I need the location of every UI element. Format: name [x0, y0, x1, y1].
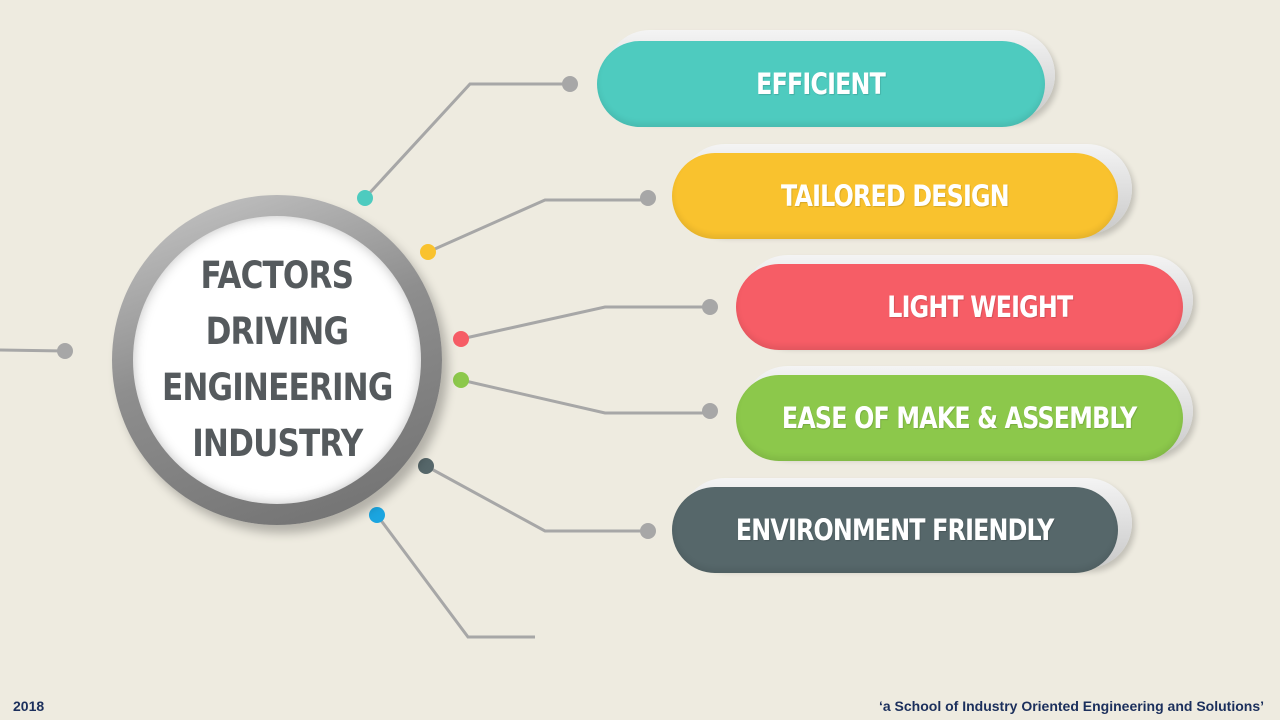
connector-start-dot-efficient [357, 190, 373, 206]
connector-ease-of-make [460, 378, 710, 415]
hub-title-line-3: ENGINEERING [161, 366, 393, 409]
factor-efficient-pill: EFFICIENT [597, 41, 1045, 127]
factor-ease-of-make-pill: EASE OF MAKE & ASSEMBLY [736, 375, 1183, 461]
hub-circle: FACTORS DRIVING ENGINEERING INDUSTRY [133, 216, 421, 504]
connector-end-dot-tailored-design [640, 190, 656, 206]
factor-ease-of-make-label: EASE OF MAKE & ASSEMBLY [782, 401, 1137, 435]
factor-environment-friendly-pill: ENVIRONMENT FRIENDLY [672, 487, 1118, 573]
connector-start-dot-environment-friendly [418, 458, 434, 474]
connector-end-dot-environment-friendly [640, 523, 656, 539]
factor-tailored-design-label: TAILORED DESIGN [781, 179, 1010, 213]
factor-light-weight-label: LIGHT WEIGHT [886, 290, 1073, 324]
connector-end-dot-ease-of-make [702, 403, 718, 419]
connector-end-dot-light-weight [702, 299, 718, 315]
connector-environment-friendly [425, 464, 648, 533]
hub-title-line-4: INDUSTRY [191, 422, 363, 465]
connector-start-dot-tailored-design [420, 244, 436, 260]
connector-start-dot-light-weight [453, 331, 469, 347]
connector-extra [375, 514, 535, 639]
connector-left [0, 348, 66, 353]
connector-start-dot-extra [369, 507, 385, 523]
footer-year: 2018 [13, 698, 45, 714]
connector-tailored-design [427, 198, 648, 254]
hub-title-line-2: DRIVING [205, 310, 349, 353]
factor-efficient-label: EFFICIENT [756, 67, 887, 101]
connector-start-dot-ease-of-make [453, 372, 469, 388]
connector-end-dot-left [57, 343, 73, 359]
footer-tagline: ‘a School of Industry Oriented Engineeri… [878, 698, 1264, 714]
connector-efficient [363, 82, 570, 200]
factor-environment-friendly-label: ENVIRONMENT FRIENDLY [736, 513, 1055, 547]
factor-light-weight-pill: LIGHT WEIGHT [736, 264, 1183, 350]
connector-end-dot-efficient [562, 76, 578, 92]
connector-light-weight [460, 305, 710, 341]
factor-tailored-design-pill: TAILORED DESIGN [672, 153, 1118, 239]
hub-title-line-1: FACTORS [200, 254, 354, 297]
